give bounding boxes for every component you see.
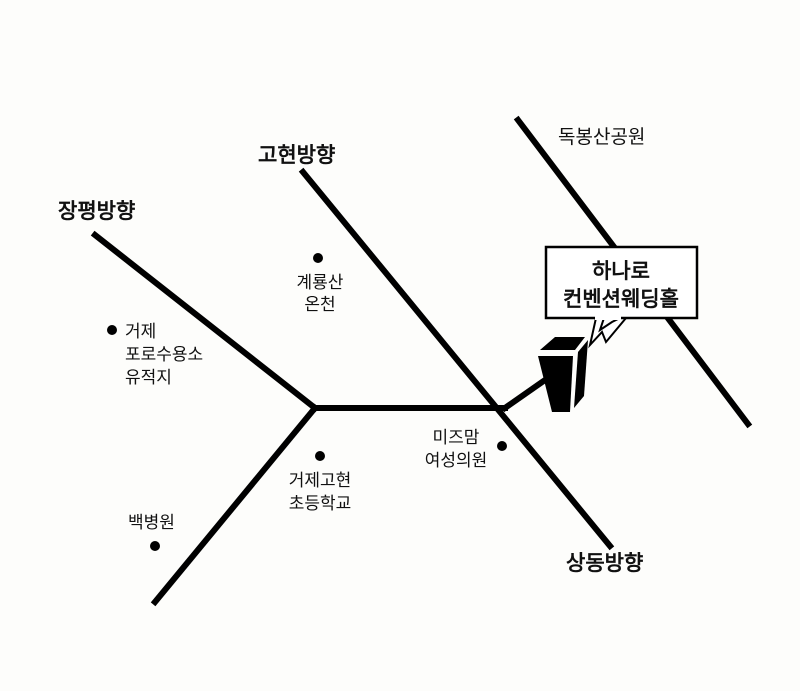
label-jangpyeong-direction: 장평방향 — [58, 199, 135, 223]
landmark-label: 백병원 — [128, 513, 175, 533]
dot-icon — [497, 441, 507, 451]
landmark-label: 포로수용소 — [125, 345, 203, 365]
dot-icon — [313, 253, 323, 263]
landmark-pow-camp: 거제 포로수용소 유적지 — [107, 322, 203, 388]
road-jangpyeong — [90, 230, 320, 413]
landmark-label: 거제 — [125, 322, 156, 342]
landmark-baek-hospital: 백병원 — [128, 513, 175, 551]
building-icon — [538, 337, 588, 412]
landmark-label: 여성의원 — [425, 451, 488, 471]
landmark-label: 미즈맘 — [433, 428, 480, 448]
label-gohyeon-direction: 고현방향 — [258, 143, 335, 167]
destination-line-1: 하나로 — [592, 259, 650, 283]
landmark-school: 거제고현 초등학교 — [289, 451, 352, 514]
landmark-mizmam: 미즈맘 여성의원 — [425, 428, 507, 471]
landmark-label: 계룡산 — [297, 273, 344, 293]
road-to-hall — [500, 375, 550, 413]
landmark-label: 온천 — [304, 295, 335, 315]
dot-icon — [107, 325, 117, 335]
dot-icon — [150, 541, 160, 551]
road-gohyeon-sangdong — [298, 167, 615, 551]
label-sangdong-direction: 상동방향 — [566, 551, 643, 575]
landmark-label: 거제고현 — [289, 471, 352, 491]
landmark-gyeryong: 계룡산 온천 — [297, 253, 344, 315]
road-baek — [150, 403, 320, 607]
destination-line-2: 컨벤션웨딩홀 — [563, 287, 679, 311]
landmark-label: 초등학교 — [289, 494, 352, 514]
destination-callout: 하나로 컨벤션웨딩홀 — [544, 245, 699, 349]
label-dokbong-park: 독봉산공원 — [558, 126, 645, 148]
landmark-label: 유적지 — [125, 368, 172, 388]
dot-icon — [315, 451, 325, 461]
